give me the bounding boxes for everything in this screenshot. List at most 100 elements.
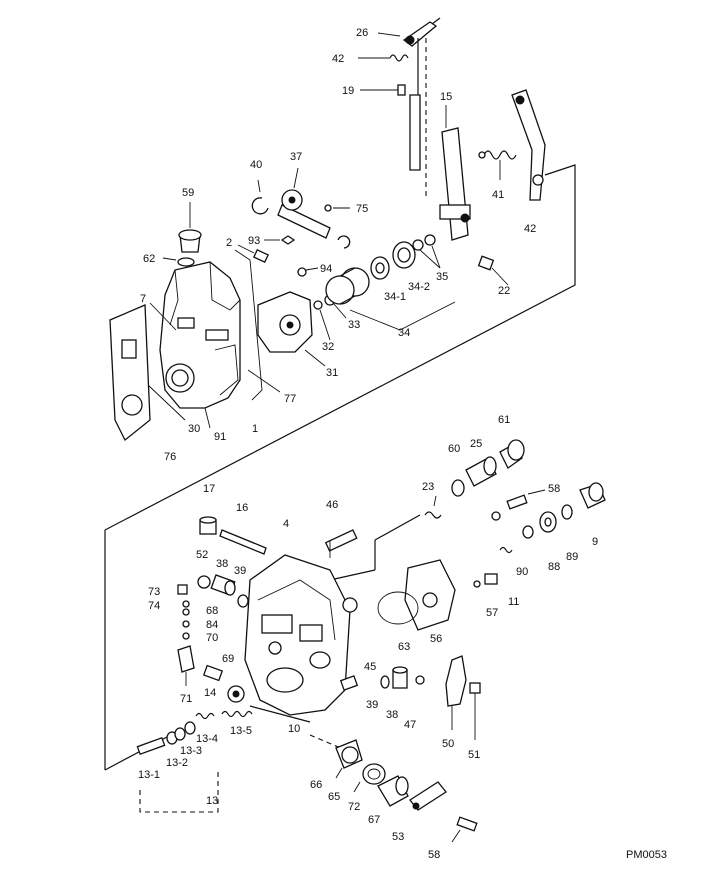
callout-33: 33 (348, 319, 360, 331)
callout-4: 4 (283, 518, 289, 530)
callout-31: 31 (326, 367, 338, 379)
callout-17: 17 (203, 483, 215, 495)
part-40-clip (251, 179, 269, 215)
part-57 (473, 573, 498, 588)
drawing-code: PM0053 (626, 849, 667, 861)
callout-91: 91 (214, 431, 226, 443)
part-71-bracket (177, 645, 195, 686)
callout-labels: 26 42 19 15 41 42 40 37 75 59 62 2 93 94… (138, 27, 667, 861)
callout-73: 73 (148, 586, 160, 598)
callout-11: 11 (508, 596, 519, 608)
callout-65: 65 (328, 791, 340, 803)
callout-58-right: 58 (548, 483, 560, 495)
callout-89: 89 (566, 551, 578, 563)
callout-45: 45 (364, 661, 376, 673)
callout-71: 71 (180, 693, 192, 705)
callout-32: 32 (322, 341, 334, 353)
callout-38-left: 38 (216, 558, 228, 570)
callout-22: 22 (498, 285, 510, 297)
callout-57: 57 (486, 607, 498, 619)
callout-70: 70 (206, 632, 218, 644)
callout-41: 41 (492, 189, 504, 201)
callout-2: 2 (226, 237, 232, 249)
callout-46: 46 (326, 499, 338, 511)
callout-13-2: 13-2 (166, 757, 188, 769)
callout-38-right: 38 (386, 709, 398, 721)
part-26-lever (402, 17, 441, 47)
part-31-flyweight (257, 291, 326, 367)
part-88 (539, 511, 557, 533)
part-1-governor-housing (159, 261, 241, 409)
callout-39-left: 39 (234, 565, 246, 577)
callout-37: 37 (290, 151, 302, 163)
callout-67: 67 (368, 814, 380, 826)
callout-34-1: 34-1 (384, 291, 406, 303)
callout-30: 30 (188, 423, 200, 435)
callout-52: 52 (196, 549, 208, 561)
callout-74: 74 (148, 600, 160, 612)
callout-19: 19 (342, 85, 354, 97)
callout-34: 34 (398, 327, 410, 339)
part-72-spring (362, 763, 386, 785)
callout-15: 15 (440, 91, 452, 103)
part-34-sleeve (325, 267, 456, 331)
part-94 (297, 267, 319, 277)
callout-13-4: 13-4 (196, 733, 218, 745)
callout-14: 14 (204, 687, 216, 699)
callout-94: 94 (320, 263, 332, 275)
part-14-gear (227, 685, 245, 703)
callout-84: 84 (206, 619, 218, 631)
callout-90: 90 (516, 566, 528, 578)
callout-56: 56 (430, 633, 442, 645)
part-13-assembly (136, 710, 253, 756)
callout-42-top: 42 (332, 53, 344, 65)
callout-13: 13 (206, 795, 218, 807)
part-34-1-bearing (370, 256, 390, 280)
part-22-plug (477, 255, 509, 286)
part-41-spring (478, 150, 517, 180)
part-34-2-bearing (392, 241, 416, 269)
part-15-lever (439, 105, 471, 241)
part-93 (264, 235, 296, 245)
callout-1: 1 (252, 423, 258, 435)
callout-62: 62 (143, 253, 155, 265)
callout-59: 59 (182, 187, 194, 199)
part-66-shaft (335, 739, 363, 779)
callout-13-5: 13-5 (230, 725, 252, 737)
part-58-bolt (506, 489, 546, 510)
part-46-bolt (324, 529, 358, 558)
part-42-lever (511, 89, 546, 201)
callout-53: 53 (392, 831, 404, 843)
callout-68: 68 (206, 605, 218, 617)
part-25 (465, 456, 497, 487)
part-62 (162, 257, 195, 267)
part-50-bracket (445, 655, 467, 730)
callout-35: 35 (436, 271, 448, 283)
part-19-pin (360, 84, 406, 96)
part-63-o-ring (377, 591, 419, 625)
callout-50: 50 (442, 738, 454, 750)
callout-63: 63 (398, 641, 410, 653)
part-16-pin (219, 529, 267, 555)
part-51 (469, 682, 481, 740)
callout-26: 26 (356, 27, 368, 39)
part-9-cap (579, 482, 606, 509)
part-17 (199, 516, 217, 535)
callout-10: 10 (288, 723, 300, 735)
callout-66: 66 (310, 779, 322, 791)
part-75 (324, 204, 350, 212)
lower-assembly (104, 439, 606, 843)
callout-75: 75 (356, 203, 368, 215)
part-37-shaft (277, 167, 331, 239)
callout-88: 88 (548, 561, 560, 573)
callout-77: 77 (284, 393, 296, 405)
callout-47: 47 (404, 719, 416, 731)
upper-assembly (104, 17, 576, 531)
callout-93: 93 (248, 235, 260, 247)
part-58-bottom-bolt (451, 816, 478, 843)
part-38-right (392, 666, 408, 689)
part-53-lever (409, 781, 447, 811)
part-42-small-spring (358, 54, 409, 62)
part-59-breather (178, 202, 202, 253)
